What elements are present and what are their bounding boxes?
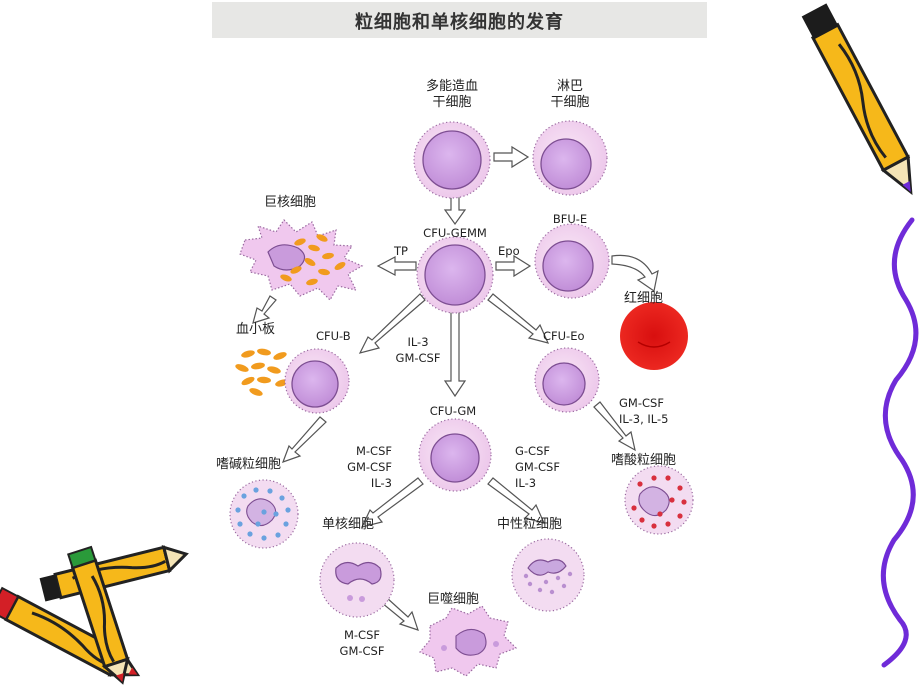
cell-bfu-e (534, 223, 610, 299)
cell-eosinophil (624, 465, 694, 535)
cell-monocyte (319, 542, 395, 618)
cell-macrophage (419, 605, 518, 677)
label-bfu-e: BFU-E (552, 212, 588, 226)
cell-cfu-gemm (416, 236, 494, 314)
label-cfu-b: CFU-B (316, 329, 351, 343)
cell-hsc (413, 121, 491, 199)
arrow-cfueo-to-eos (593, 401, 636, 452)
label-basophil: 嗜碱粒细胞 (216, 457, 282, 472)
title-band (212, 2, 707, 38)
label-neutrophil: 中性粒细胞 (497, 517, 563, 532)
cell-megakaryocyte (239, 219, 364, 301)
arrow-gemm-to-cfugm (443, 311, 467, 398)
arrow-cfugm-to-neut (487, 477, 546, 524)
arrow-gemm-to-mega (376, 256, 417, 276)
arrow-cfub-to-baso (281, 416, 327, 463)
arrow-gemm-to-cfub (358, 293, 426, 354)
label-cfu-eo: CFU-Eo (543, 329, 585, 343)
label-cfu-gm: CFU-GM (429, 404, 477, 418)
arrow-cfugm-to-mono (360, 477, 424, 528)
cell-neutrophil (511, 538, 585, 612)
arrows (252, 145, 659, 631)
arrow-mono-to-macro (381, 597, 419, 631)
arrow-gemm-to-bfue (495, 254, 532, 278)
cell-cfu-b (284, 348, 350, 414)
arrow-bfue-to-rbc (611, 254, 659, 293)
label-eosinophil: 嗜酸粒细胞 (611, 453, 677, 468)
label-hsc: 多能造血 干细胞 (425, 79, 478, 110)
label-rbc: 红细胞 (624, 291, 664, 306)
label-factor-neut: G-CSF GM-CSF IL-3 (515, 444, 560, 490)
label-factor-epo: Epo (498, 244, 520, 258)
arrow-mega-to-platelet (252, 295, 277, 324)
label-megakaryocyte: 巨核细胞 (264, 195, 317, 210)
platelets (235, 348, 289, 396)
label-factor-mono: M-CSF GM-CSF IL-3 (347, 444, 392, 490)
label-monocyte: 单核细胞 (322, 517, 375, 532)
arrow-gemm-to-cfueo (487, 293, 550, 344)
pencil-icon-bottom-left-3 (67, 545, 130, 685)
cell-rbc (620, 302, 688, 370)
cell-cfu-eo (534, 347, 600, 413)
cell-cfu-gm (418, 418, 492, 492)
label-factor-eo: GM-CSF IL-3, IL-5 (619, 396, 669, 426)
pencil-icon-bottom-left-2 (39, 545, 189, 602)
label-factor-tp: TP (394, 244, 408, 258)
cell-lymph-stem (532, 120, 608, 196)
slide-title: 粒细胞和单核细胞的发育 (355, 12, 564, 33)
label-lymph-stem: 淋巴 干细胞 (550, 79, 590, 110)
label-factor-macro: M-CSF GM-CSF (339, 628, 385, 658)
label-cfu-gemm: CFU-GEMM (423, 226, 487, 240)
pencil-icon-top-right (801, 3, 913, 196)
label-factor-il3-gmcsf: IL-3 GM-CSF (395, 335, 441, 365)
label-platelet: 血小板 (236, 322, 276, 337)
arrow-hsc-to-lymph (493, 145, 530, 169)
decorative-wavy-line (880, 217, 919, 668)
label-macrophage: 巨噬细胞 (427, 592, 480, 607)
cell-basophil (229, 479, 299, 549)
